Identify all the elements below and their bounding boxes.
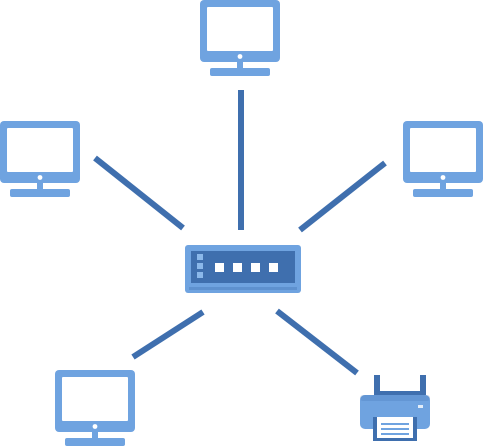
link-switch-to-computer-bottom-left bbox=[131, 309, 205, 360]
link-switch-to-printer bbox=[275, 308, 359, 376]
desktop-computer-icon bbox=[0, 121, 80, 197]
link-switch-to-computer-left bbox=[93, 155, 185, 231]
desktop-computer-icon bbox=[55, 370, 135, 446]
link-switch-to-computer-right bbox=[298, 160, 387, 233]
desktop-computer-icon bbox=[200, 0, 280, 76]
printer-icon bbox=[360, 375, 430, 441]
network-switch-icon bbox=[185, 245, 301, 293]
desktop-computer-icon bbox=[403, 121, 483, 197]
links-layer bbox=[93, 90, 387, 376]
